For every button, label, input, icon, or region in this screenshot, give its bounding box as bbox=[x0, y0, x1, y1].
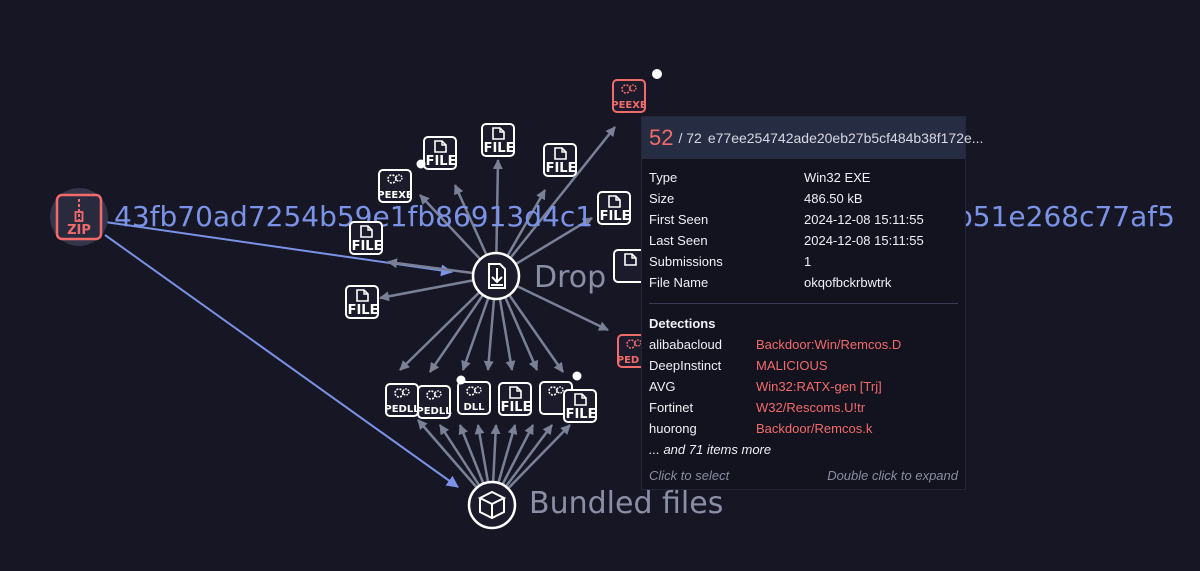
svg-text:PEEXE: PEEXE bbox=[611, 100, 647, 111]
svg-text:FILE: FILE bbox=[426, 154, 457, 169]
svg-text:FILE: FILE bbox=[484, 141, 515, 156]
svg-text:PEDLL: PEDLL bbox=[384, 404, 420, 415]
category-label-bundled: Bundled files bbox=[529, 486, 723, 521]
file-node[interactable]: FILE bbox=[563, 389, 597, 423]
svg-text:FILE: FILE bbox=[600, 209, 631, 224]
root-zip-node[interactable]: ZIP bbox=[50, 188, 108, 246]
peexe-node[interactable]: PEEXE bbox=[377, 169, 413, 203]
file-node[interactable]: FILE bbox=[481, 123, 515, 157]
pedll-node[interactable]: PEDLL bbox=[384, 383, 420, 417]
root-edges bbox=[104, 221, 459, 488]
file-info-tooltip: 52 / 72 e77ee254742ade20eb27b5cf484b38f1… bbox=[641, 116, 983, 490]
tooltip-header: 52 / 72 e77ee254742ade20eb27b5cf484b38f1… bbox=[642, 117, 983, 159]
drop-icon bbox=[488, 263, 506, 289]
file-node[interactable]: FILE bbox=[423, 136, 457, 170]
file-node[interactable]: FILE bbox=[349, 221, 383, 255]
svg-text:DLL: DLL bbox=[463, 402, 485, 413]
category-label-drop: Drop bbox=[534, 260, 606, 295]
svg-text:FILE: FILE bbox=[348, 303, 379, 318]
file-node[interactable]: FILE bbox=[597, 191, 631, 225]
category-node-drop[interactable] bbox=[471, 251, 521, 301]
file-node[interactable]: FILE bbox=[543, 143, 577, 177]
category-node-bundled[interactable] bbox=[467, 480, 517, 530]
drop-edges bbox=[379, 126, 616, 373]
svg-text:FILE: FILE bbox=[546, 161, 577, 176]
select-hint: Click to select bbox=[649, 468, 730, 483]
detections-title: Detections bbox=[649, 315, 716, 331]
pedll-node[interactable]: DLL bbox=[457, 381, 491, 415]
box-icon bbox=[477, 490, 507, 520]
svg-text:FILE: FILE bbox=[501, 400, 532, 415]
zip-badge: ZIP bbox=[67, 223, 91, 238]
more-detections: ... and 71 items more bbox=[649, 442, 772, 457]
peexe-node-selected[interactable]: PEEXE bbox=[611, 79, 647, 113]
tooltip-footer: Click to select Double click to expand bbox=[649, 468, 958, 483]
expand-hint: Double click to expand bbox=[827, 468, 958, 483]
expand-indicators bbox=[416, 69, 662, 385]
detection-total: / 72 bbox=[678, 130, 702, 146]
divider bbox=[649, 303, 958, 304]
peexe-node-partial[interactable]: PED bbox=[617, 334, 651, 368]
svg-text:PED: PED bbox=[617, 355, 639, 366]
svg-text:FILE: FILE bbox=[352, 239, 383, 254]
zip-icon bbox=[55, 193, 103, 241]
file-node[interactable]: FILE bbox=[345, 285, 379, 319]
file-node[interactable]: FILE bbox=[498, 382, 532, 416]
svg-text:PEEXE: PEEXE bbox=[377, 190, 413, 201]
detection-score: 52 bbox=[649, 125, 674, 150]
svg-text:PEDLL: PEDLL bbox=[416, 406, 452, 417]
file-hash: e77ee254742ade20eb27b5cf484b38f172e... bbox=[707, 130, 984, 146]
pedll-node[interactable]: PEDLL bbox=[416, 385, 452, 419]
svg-text:FILE: FILE bbox=[566, 407, 597, 422]
root-node-hash-tail[interactable]: b51e268c77af5 bbox=[955, 200, 1175, 233]
